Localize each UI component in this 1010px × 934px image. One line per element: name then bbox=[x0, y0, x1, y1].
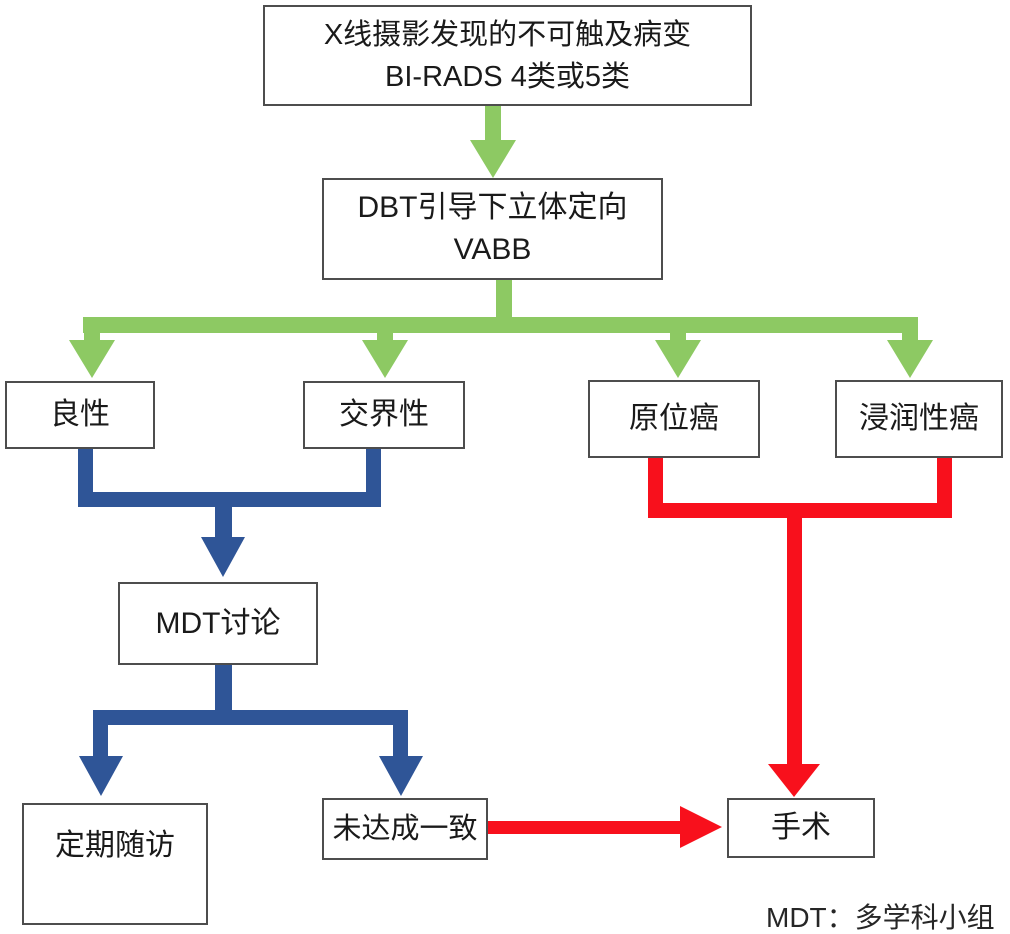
node-surgery: 手术 bbox=[727, 798, 875, 858]
node-screening: X线摄影发现的不可触及病变 BI-RADS 4类或5类 bbox=[263, 5, 752, 106]
node-mdt-discussion-label: MDT讨论 bbox=[155, 606, 281, 640]
blue-split-bar bbox=[93, 710, 408, 725]
node-mdt-discussion: MDT讨论 bbox=[118, 582, 318, 665]
green-drop-invasive-head-icon bbox=[887, 340, 933, 378]
node-carcinoma-in-situ: 原位癌 bbox=[588, 380, 760, 458]
green-drop-borderline-stub bbox=[377, 333, 393, 343]
blue-to-mdt-head-icon bbox=[201, 537, 245, 577]
mdt-footnote: MDT：多学科小组 bbox=[766, 902, 995, 933]
node-carcinoma-in-situ-label: 原位癌 bbox=[629, 402, 719, 435]
node-no-consensus: 未达成一致 bbox=[322, 798, 488, 860]
green-drop-invasive-stub bbox=[902, 333, 918, 343]
blue-drop-noconsensus-stub bbox=[393, 725, 408, 757]
node-screening-line1: X线摄影发现的不可触及病变 bbox=[323, 18, 692, 51]
green-drop-benign-head-icon bbox=[69, 340, 115, 378]
green-drop-insitu-stub bbox=[670, 333, 686, 343]
node-regular-follow-up-label: 定期随访 bbox=[55, 829, 175, 862]
arrow-vabb-stem bbox=[496, 279, 512, 319]
blue-mdt-out-stem bbox=[215, 664, 232, 725]
red-from-insitu bbox=[648, 454, 663, 518]
arrow-screening-to-vabb-head-icon bbox=[470, 140, 516, 178]
blue-to-mdt-stem bbox=[215, 492, 232, 540]
node-vabb: DBT引导下立体定向 VABB bbox=[322, 178, 663, 280]
node-vabb-line1: DBT引导下立体定向 bbox=[357, 191, 628, 224]
blue-drop-noconsensus-head-icon bbox=[379, 756, 423, 796]
green-drop-insitu-head-icon bbox=[655, 340, 701, 378]
node-surgery-label: 手术 bbox=[771, 811, 831, 844]
red-to-surgery-stem bbox=[787, 503, 802, 765]
red-noconsensus-to-surgery bbox=[488, 821, 682, 834]
green-drop-benign-stub bbox=[84, 333, 100, 343]
node-benign: 良性 bbox=[5, 381, 155, 449]
node-invasive-carcinoma: 浸润性癌 bbox=[835, 380, 1003, 458]
blue-drop-followup-head-icon bbox=[79, 756, 123, 796]
node-no-consensus-label: 未达成一致 bbox=[332, 813, 478, 845]
arrow-screening-to-vabb-stem bbox=[485, 106, 501, 146]
green-drop-borderline-head-icon bbox=[362, 340, 408, 378]
red-from-invasive bbox=[937, 454, 952, 518]
node-benign-label: 良性 bbox=[50, 398, 110, 431]
green-branch-bar bbox=[83, 317, 918, 333]
node-regular-follow-up: 定期随访 bbox=[22, 803, 208, 925]
red-noconsensus-to-surgery-head-icon bbox=[680, 806, 722, 848]
node-borderline: 交界性 bbox=[303, 381, 465, 449]
node-invasive-carcinoma-label: 浸润性癌 bbox=[859, 402, 979, 435]
red-to-surgery-head-icon bbox=[768, 764, 820, 797]
blue-drop-followup-stub bbox=[93, 725, 108, 757]
node-screening-line2: BI-RADS 4类或5类 bbox=[385, 60, 630, 93]
node-vabb-line2: VABB bbox=[453, 233, 532, 266]
node-borderline-label: 交界性 bbox=[339, 398, 429, 431]
